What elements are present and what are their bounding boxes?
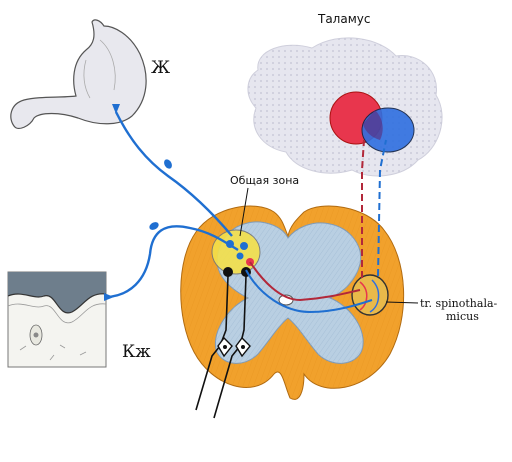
- stomach-body: [10, 19, 147, 130]
- spinothalamic-tract-area: [351, 274, 389, 316]
- spinal-cord: [180, 205, 405, 400]
- motor-neurons: [195, 275, 251, 419]
- tract-leader-line: [385, 301, 419, 304]
- common-zone-leader-line: [239, 187, 249, 237]
- stomach: [10, 19, 147, 130]
- somatic-afferent-fiber: [104, 222, 239, 301]
- tract-label-line1: tr. spinothala-: [420, 297, 498, 310]
- thalamus: [247, 37, 443, 177]
- tract-label-line2: micus: [446, 310, 479, 323]
- stomach-label: Ж: [151, 58, 171, 78]
- skin-label: Кж: [122, 342, 151, 362]
- projection-pathways: [245, 139, 387, 314]
- skin-section: [7, 271, 107, 368]
- common-zone-label: Общая зона: [230, 174, 300, 187]
- visceral-afferent-fiber: [112, 104, 233, 237]
- thalamus-label: Таламус: [318, 12, 371, 26]
